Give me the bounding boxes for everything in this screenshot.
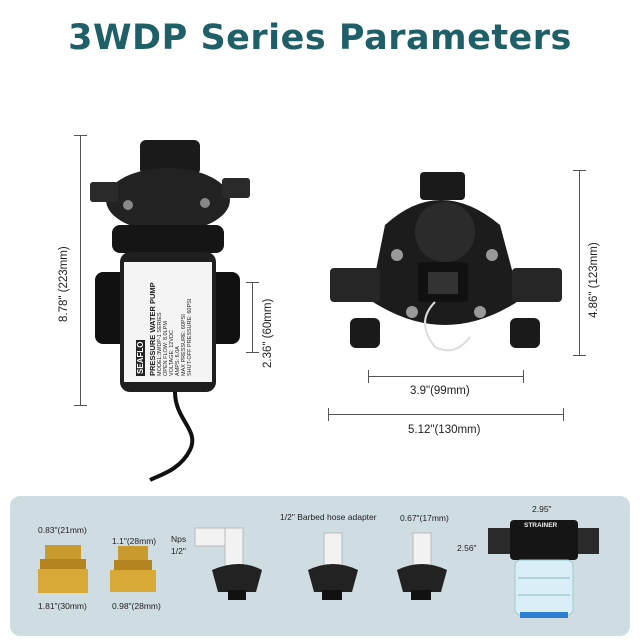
inner-width-label: 3.9"(99mm) (410, 385, 470, 397)
brass-large-bottom-label: 1.81"(30mm) (38, 601, 87, 611)
mount-dimension-line (252, 282, 253, 352)
front-height-line (579, 170, 580, 355)
height-dimension-line (80, 135, 81, 405)
barbed-size-label: 0.67"(17mm) (400, 513, 449, 523)
barbed-adapter-label: 1/2" Barbed hose adapter (280, 512, 377, 522)
inner-width-line (368, 376, 524, 377)
strainer-brand-text: STRAINER (524, 522, 558, 529)
strainer-height-label: 2.56" (457, 543, 477, 553)
outer-width-line (328, 414, 564, 415)
nps-label: Nps 1/2" (171, 534, 187, 556)
brass-large-top-label: 0.83"(21mm) (38, 525, 87, 535)
brass-small-bottom-label: 0.98"(28mm) (112, 601, 161, 611)
outer-width-label: 5.12"(130mm) (408, 424, 481, 436)
strainer-width-label: 2.95" (532, 504, 552, 514)
brass-small-top-label: 1.1"(28mm) (112, 536, 157, 546)
page-title: 3WDP Series Parameters (68, 18, 572, 58)
